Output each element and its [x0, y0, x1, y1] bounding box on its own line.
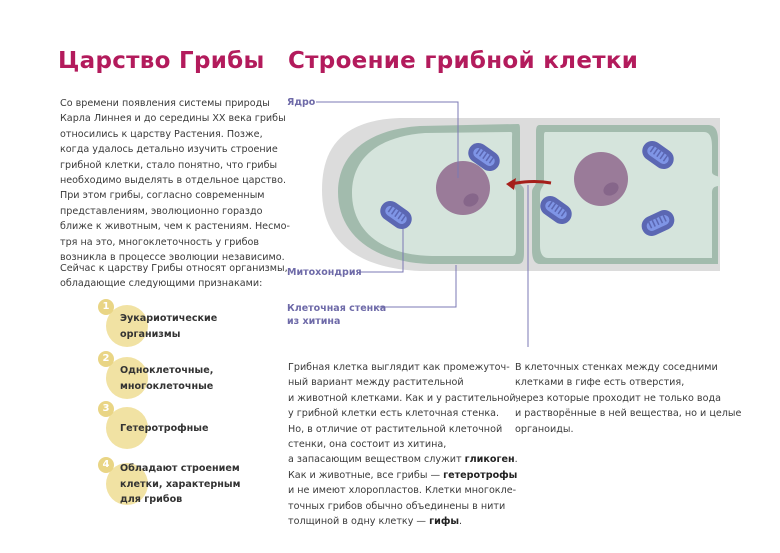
line: органоиды. — [515, 423, 574, 435]
text: . — [514, 454, 518, 466]
line: Грибная клетка выглядит как промежуточ- — [288, 362, 510, 373]
feature-circle — [106, 463, 148, 505]
line: клетками в гифе есть отверстия, — [515, 377, 685, 389]
line: стенки, она состоит из хитина, — [288, 439, 447, 451]
feature-number: 2 — [98, 351, 114, 367]
text: толщиной в одну клетку — — [288, 516, 430, 528]
line: тря на это, многоклеточность у грибов — [60, 236, 260, 248]
line: При этом грибы, согласно современным — [60, 190, 265, 202]
line: Одноклеточные, — [120, 365, 214, 376]
label-cell-wall: Клеточная стенка из хитина — [287, 302, 386, 328]
text: а запасающим веществом служит — [288, 454, 465, 466]
line: клетки, характерным — [120, 478, 241, 490]
line: Карла Линнея и до середины XX века грибы — [60, 113, 286, 125]
line: необходимо выделять в отдельное царство. — [60, 175, 287, 187]
mito-leader — [360, 229, 404, 273]
line: относились к царству Растения. Позже, — [60, 128, 263, 140]
mitochondrion — [642, 140, 674, 170]
line: возникла в процессе эволюции независимо. — [60, 252, 285, 264]
line: и не имеют хлоропластов. Клетки многокле… — [288, 485, 517, 497]
wall-leader — [378, 265, 457, 308]
hypha — [322, 118, 720, 271]
feature-number: 1 — [98, 299, 114, 315]
line: В клеточных стенках между соседними — [515, 362, 718, 373]
feature-text: Эукариотические организмы — [120, 311, 217, 342]
line: ный вариант между растительной — [288, 377, 464, 389]
nucleus-leader — [316, 101, 459, 178]
line: Сейчас к царству Грибы относят организмы… — [60, 263, 288, 274]
feature-text: Обладают строением клетки, характерным для… — [120, 461, 240, 508]
label-nucleus: Ядро — [287, 97, 316, 108]
line: Гетеротрофные — [120, 423, 209, 434]
line: точных грибов обычно объединены в нити — [288, 500, 506, 512]
feature-number: 3 — [98, 401, 114, 417]
line: Но, в отличие от растительной клеточной — [288, 423, 503, 435]
mitochondrion — [540, 195, 572, 225]
mitochondrion — [641, 210, 675, 236]
feature-circle — [106, 305, 148, 347]
feature-item: 4 Обладают строением клетки, характерным дл… — [90, 457, 270, 508]
lead-paragraph: Сейчас к царству Грибы относят организмы… — [60, 261, 288, 292]
line: организмы — [120, 328, 181, 340]
term-glycogen: гликоген — [464, 454, 515, 466]
line: через которые проходит не только вода — [515, 392, 721, 404]
line: обладающие следующими признаками: — [60, 278, 263, 290]
right-cell-cytoplasm — [540, 132, 720, 258]
line: и растворённые в ней вещества, но и целы… — [515, 408, 742, 420]
nucleus-left — [436, 161, 490, 215]
label-cell-wall-line1: Клеточная стенка — [287, 303, 387, 314]
right-title: Строение грибной клетки — [288, 48, 639, 74]
mitochondrion — [468, 142, 500, 172]
text: Как и животные, все грибы — — [288, 469, 444, 481]
feature-circle — [106, 357, 148, 399]
mitochondrion — [380, 200, 412, 230]
left-title: Царство Грибы — [58, 48, 265, 74]
feature-text: Гетеротрофные — [120, 421, 209, 437]
line: ближе к животным, чем к растениям. Несмо… — [60, 221, 290, 233]
line: Как и животные, все грибы — гетеротрофы — [288, 468, 519, 483]
line: для грибов — [120, 494, 183, 505]
label-cell-wall-line2: из хитина — [287, 316, 341, 327]
line: и животной клетками. Как и у растительно… — [288, 392, 519, 404]
term-hyphae: гифы — [429, 516, 460, 528]
leader-lines — [316, 101, 529, 347]
nucleus-right — [574, 152, 628, 206]
line: а запасающим веществом служит гликоген. — [288, 452, 519, 467]
line: Обладают строением — [120, 463, 240, 474]
line: многоклеточные — [120, 380, 214, 392]
line: Эукариотические — [120, 313, 218, 324]
pore-description: В клеточных стенках между соседними клетк… — [515, 360, 741, 437]
feature-circle — [106, 407, 148, 449]
line: толщиной в одну клетку — гифы. — [288, 514, 519, 529]
arrow-head — [506, 178, 516, 190]
cell-description: Грибная клетка выглядит как промежуточ- … — [288, 360, 519, 529]
line: у грибной клетки есть клеточная стенка. — [288, 408, 500, 420]
text: . — [459, 516, 463, 528]
term-heterotrophs: гетеротрофы — [443, 469, 518, 481]
feature-text: Одноклеточные, многоклеточные — [120, 363, 213, 394]
line: грибной клетки, стало понятно, что грибы — [60, 159, 278, 171]
label-mitochondria: Митохондрия — [287, 267, 362, 278]
line: когда удалось детально изучить строение — [60, 144, 278, 156]
line: представлениям, эволюционно гораздо — [60, 205, 263, 217]
line: Со времени появления системы природы — [60, 98, 270, 109]
feature-number: 4 — [98, 457, 114, 473]
